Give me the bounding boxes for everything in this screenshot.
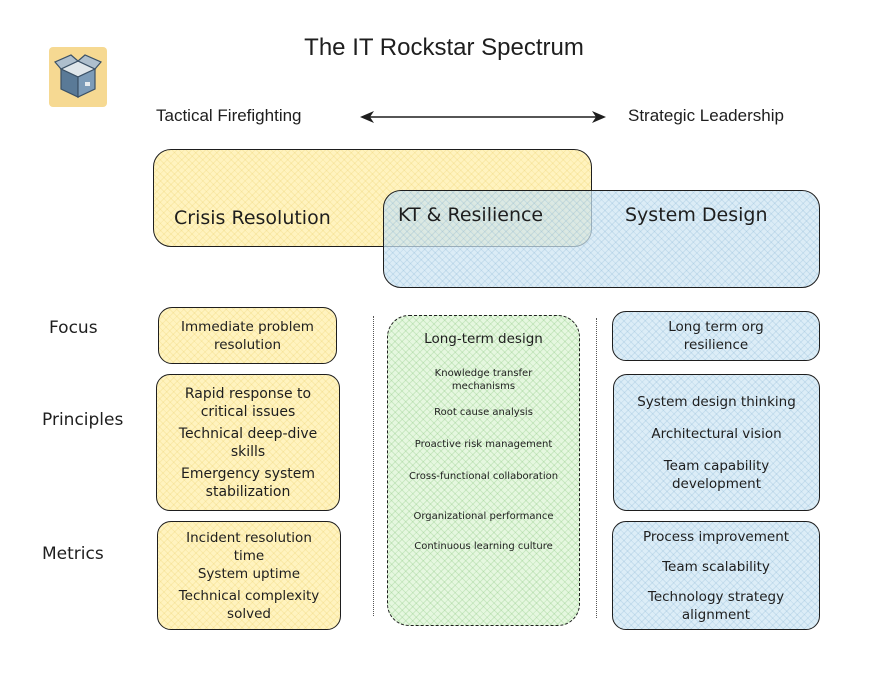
kt-item-1: Knowledge transfer mechanisms: [434, 368, 533, 392]
crisis-resolution-label: Crisis Resolution: [174, 207, 331, 229]
column-separator-left: [373, 316, 374, 616]
crisis-metric-2: System uptime: [197, 565, 301, 582]
spectrum-right-label: Strategic Leadership: [628, 106, 784, 125]
system-design-label: System Design: [625, 204, 768, 226]
row-label-principles: Principles: [42, 410, 124, 430]
system-focus-text: Long term org resilience: [668, 319, 764, 353]
system-design-band: [383, 190, 820, 288]
system-metric-3: Technology strategy alignment: [647, 588, 785, 623]
system-focus-box: Long term org resilience: [612, 311, 820, 361]
crisis-metrics-box: Incident resolution time System uptime T…: [157, 521, 341, 630]
crisis-principle-1: Rapid response to critical issues: [184, 385, 312, 420]
spectrum-left-label: Tactical Firefighting: [156, 106, 302, 125]
double-arrow-icon: [358, 107, 608, 127]
row-label-metrics: Metrics: [42, 544, 104, 564]
crisis-principle-2: Technical deep-dive skills: [178, 425, 318, 460]
kt-item-3: Proactive risk management: [414, 439, 553, 450]
crisis-focus-box: Immediate problem resolution: [158, 307, 337, 364]
kt-item-4: Cross-functional collaboration: [408, 471, 559, 482]
system-metric-1: Process improvement: [642, 528, 790, 545]
crisis-focus-text: Immediate problem resolution: [181, 318, 314, 353]
kt-heading: Long-term design: [424, 331, 543, 347]
column-separator-right: [596, 318, 597, 618]
open-box-icon: [49, 47, 107, 107]
kt-item-2: Root cause analysis: [434, 407, 533, 418]
system-principle-2: Architectural vision: [651, 425, 782, 442]
system-principle-1: System design thinking: [637, 393, 796, 410]
page-title: The IT Rockstar Spectrum: [304, 34, 584, 61]
kt-item-6: Continuous learning culture: [414, 541, 553, 552]
kt-resilience-label: KT & Resilience: [398, 204, 544, 226]
system-principle-3: Team capability development: [663, 457, 770, 492]
row-label-focus: Focus: [49, 318, 98, 338]
crisis-metric-1: Incident resolution time: [186, 529, 312, 564]
crisis-principle-3: Emergency system stabilization: [180, 465, 316, 500]
kt-item-5: Organizational performance: [413, 511, 554, 522]
system-metric-2: Team scalability: [662, 558, 770, 575]
crisis-principles-box: Rapid response to critical issues Techni…: [156, 374, 340, 511]
crisis-metric-3: Technical complexity solved: [178, 587, 320, 622]
kt-resilience-box: Long-term design Knowledge transfer mech…: [387, 315, 580, 626]
system-principles-box: System design thinking Architectural vis…: [613, 374, 820, 511]
system-metrics-box: Process improvement Team scalability Tec…: [612, 521, 820, 630]
